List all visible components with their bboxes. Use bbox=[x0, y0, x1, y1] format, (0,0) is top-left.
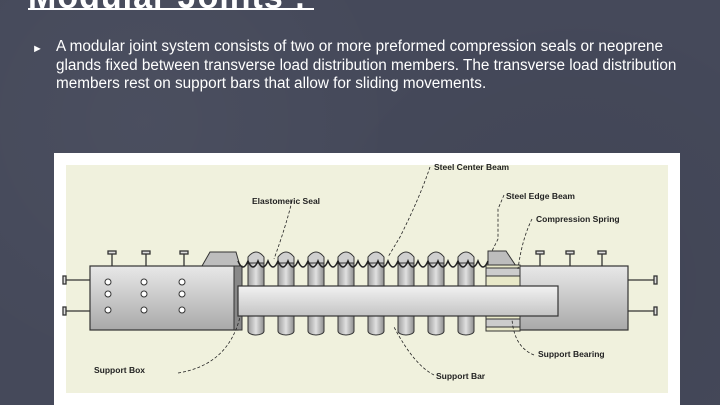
label-steel-edge-beam: Steel Edge Beam bbox=[506, 191, 575, 201]
label-steel-center-beam: Steel Center Beam bbox=[434, 162, 510, 172]
anchor-studs bbox=[62, 250, 658, 316]
bullet-text: A modular joint system consists of two o… bbox=[56, 38, 677, 93]
leader-lines bbox=[177, 166, 535, 376]
beam-tops bbox=[247, 251, 475, 264]
support-bar bbox=[237, 285, 559, 317]
modular-joint-figure: Steel Center Beam Elastomeric Seal Steel… bbox=[54, 153, 680, 405]
left-support-box bbox=[89, 265, 243, 331]
compression-springs bbox=[485, 267, 521, 328]
label-support-bar: Support Bar bbox=[436, 371, 486, 381]
label-compression-spring: Compression Spring bbox=[536, 214, 620, 224]
bullet-arrow-icon: ► bbox=[32, 43, 43, 55]
bullet-item: ► A modular joint system consists of two… bbox=[32, 38, 702, 94]
title-underline bbox=[28, 8, 314, 10]
joint-diagram: Steel Center Beam Elastomeric Seal Steel… bbox=[62, 162, 658, 381]
label-support-bearing: Support Bearing bbox=[538, 349, 605, 359]
elastomeric-seal-wave bbox=[237, 258, 489, 268]
label-support-box: Support Box bbox=[94, 365, 145, 375]
label-elastomeric-seal: Elastomeric Seal bbox=[252, 196, 320, 206]
